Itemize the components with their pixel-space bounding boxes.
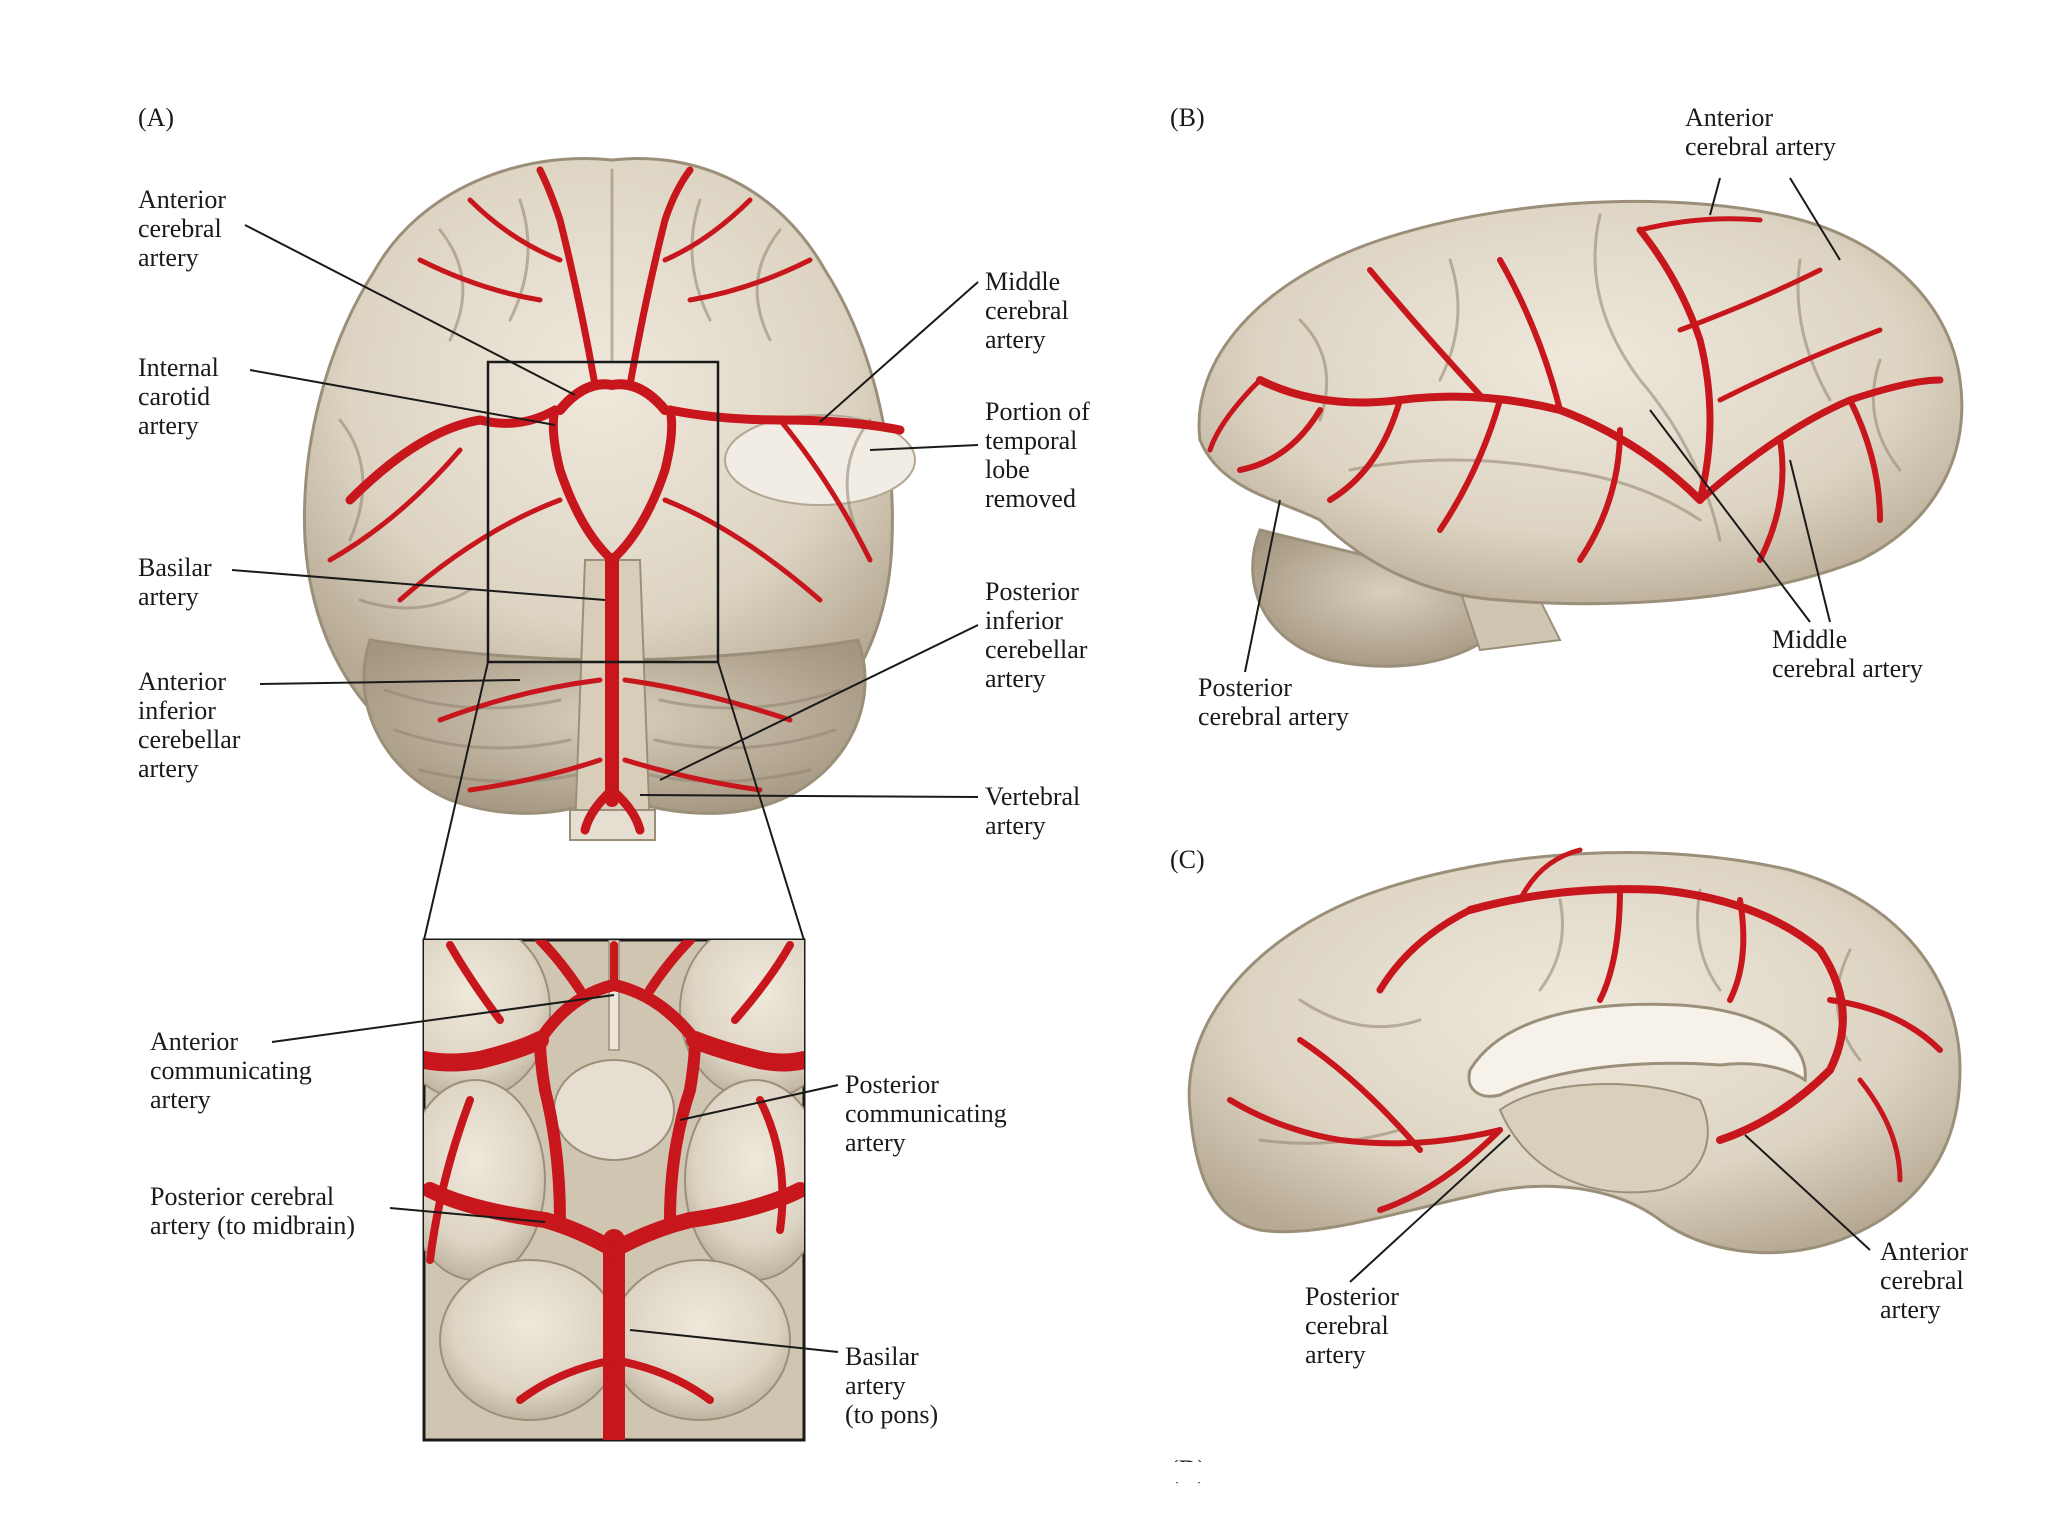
leader-anterior-cerebral-a — [244, 224, 576, 396]
leader-anterior-cerebral-b — [1709, 177, 1721, 216]
label-basilar-pons: Basilar artery (to pons) — [845, 1342, 938, 1429]
label-posterior-cerebral-c: Posterior cerebral artery — [1305, 1282, 1405, 1369]
panel-a-ventral-view — [302, 157, 916, 841]
inset-circle-of-willis — [422, 938, 806, 1442]
label-posterior-cerebral-b: Posterior cerebral artery — [1198, 673, 1349, 731]
label-posterior-inferior-cerebellar: Posterior inferior cerebellar artery — [985, 577, 1094, 693]
leader-posterior-cerebral-c — [1349, 1134, 1511, 1283]
leader-middle-cerebral-b-2 — [1789, 459, 1831, 623]
label-vertebral: Vertebral artery — [985, 782, 1087, 840]
cerebral-gyri — [338, 168, 872, 610]
thalamus-medial — [1498, 1083, 1709, 1194]
panel-label-c: (C) — [1170, 845, 1205, 874]
leader-posterior-cerebral-b — [1244, 499, 1281, 673]
leader-internal-carotid — [249, 369, 556, 426]
label-middle-cerebral-b: Middle cerebral artery — [1772, 625, 1923, 683]
leader-basilar-a — [231, 569, 606, 601]
panel-b-lateral-view — [1197, 199, 1964, 668]
arteries-lateral — [1207, 216, 1944, 563]
label-posterior-cerebral-midbrain: Posterior cerebral artery (to midbrain) — [150, 1182, 355, 1240]
label-anterior-communicating: Anterior communicating artery — [150, 1027, 318, 1114]
leader-anterior-inferior-cerebellar — [259, 679, 521, 685]
label-basilar-a: Basilar artery — [138, 553, 218, 611]
cerebrum-lateral — [1197, 199, 1964, 606]
label-anterior-cerebral-b: Anterior cerebral artery — [1685, 103, 1836, 161]
leader-anterior-cerebral-b-2 — [1789, 177, 1841, 261]
arteries-ventral — [327, 166, 905, 835]
label-anterior-inferior-cerebellar: Anterior inferior cerebellar artery — [138, 667, 247, 783]
inset-connector-right — [717, 661, 805, 941]
leader-vertebral — [639, 794, 979, 798]
leader-middle-cerebral-b — [1649, 409, 1811, 623]
label-internal-carotid: Internal carotid artery — [138, 353, 225, 440]
leader-anterior-cerebral-c — [1744, 1134, 1871, 1251]
panel-c-medial-view — [1187, 847, 1962, 1255]
panel-label-b: (B) — [1170, 103, 1205, 132]
leader-posterior-inferior-cerebellar — [659, 624, 979, 781]
inset-connector-left — [423, 661, 489, 941]
label-middle-cerebral-a: Middle cerebral artery — [985, 267, 1075, 354]
label-anterior-cerebral-c: Anterior cerebral artery — [1880, 1237, 1975, 1324]
inset-region-box — [486, 360, 720, 664]
leader-middle-cerebral-a — [819, 281, 979, 423]
leader-basilar-pons — [629, 1329, 839, 1353]
corpus-callosum — [1467, 1002, 1807, 1098]
temporal-lobe-removed — [724, 414, 916, 506]
leader-posterior-communicating — [679, 1084, 839, 1121]
label-anterior-cerebral-a: Anterior cerebral artery — [138, 185, 233, 272]
leader-temporal-lobe — [869, 444, 979, 451]
leader-anterior-communicating — [271, 994, 615, 1043]
label-posterior-communicating: Posterior communicating artery — [845, 1070, 1013, 1157]
arteries-medial — [1227, 847, 1943, 1213]
panel-d-cutoff-mask — [1160, 1462, 1260, 1482]
label-temporal-lobe-removed: Portion of temporal lobe removed — [985, 397, 1096, 513]
leader-posterior-cerebral-midbrain — [389, 1207, 546, 1223]
gyri-medial — [1258, 888, 1862, 1145]
panel-label-a: (A) — [138, 103, 174, 132]
